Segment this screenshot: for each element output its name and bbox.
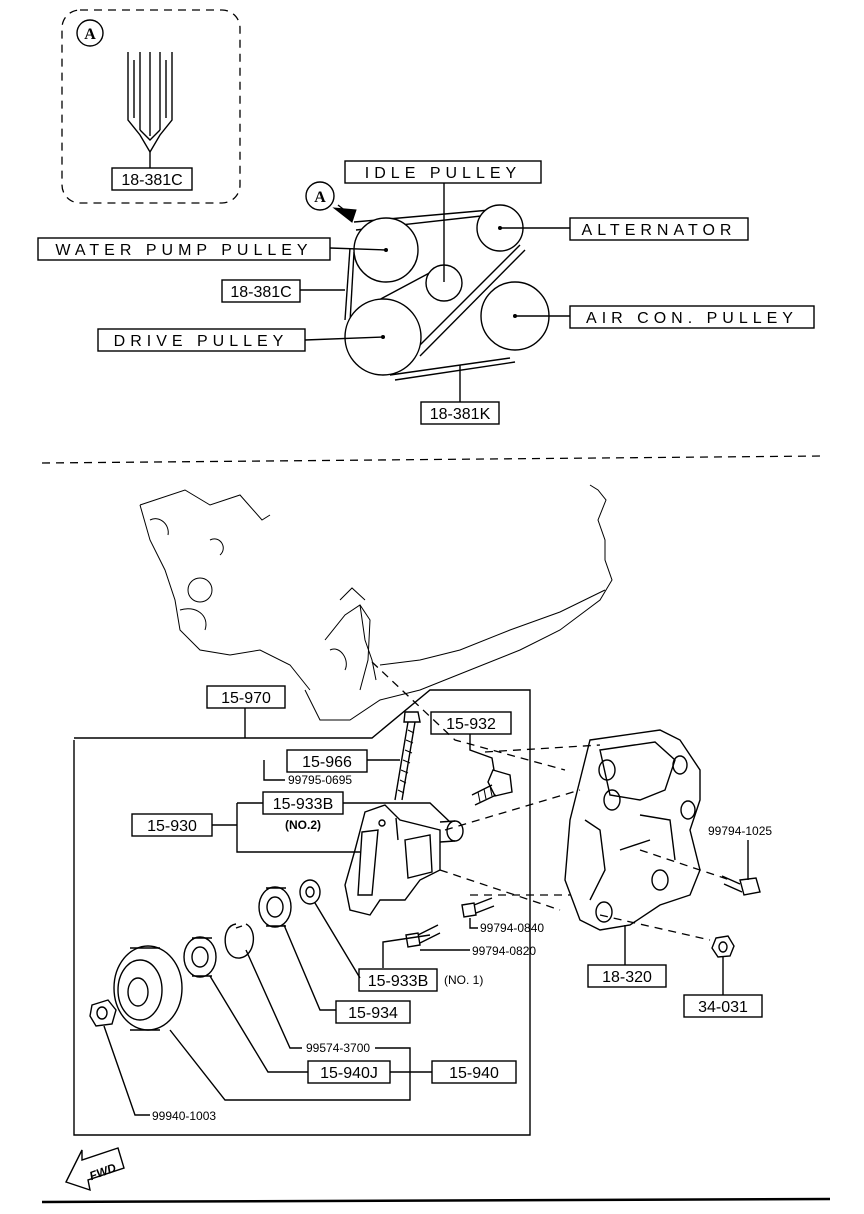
p99794-1025-label: 99794-1025 bbox=[708, 824, 772, 838]
bearing-15-940j bbox=[183, 936, 217, 978]
p99794-0820-label: 99794-0820 bbox=[472, 944, 536, 958]
belt-layout-group: A IDLE PULLEY ALTERNAT bbox=[37, 160, 815, 425]
engine-outline bbox=[139, 484, 613, 721]
p15-934-box bbox=[335, 1000, 411, 1024]
p99794-0840-label: 99794-0840 bbox=[480, 921, 544, 935]
detail-a-label-box bbox=[111, 167, 193, 191]
p15-933b-bottom-label: 15-933B bbox=[368, 973, 429, 990]
p18-320-label: 18-320 bbox=[602, 969, 652, 986]
drive-pulley-label: DRIVE PULLEY bbox=[114, 333, 289, 350]
bolt-99794-0840 bbox=[461, 897, 495, 918]
p15-940-label: 15-940 bbox=[449, 1065, 499, 1082]
p99795-0695-label: 99795-0695 bbox=[288, 773, 352, 787]
alternator-label-box bbox=[569, 217, 749, 241]
p15-970-label: 15-970 bbox=[221, 690, 271, 707]
water-pump-pulley-label: WATER PUMP PULLEY bbox=[55, 242, 312, 259]
view-arrow-icon bbox=[332, 207, 357, 223]
p34-031-box bbox=[683, 994, 763, 1018]
belt-k-label-box bbox=[420, 401, 500, 425]
nut-99940-1003 bbox=[89, 999, 117, 1027]
air-con-pulley-label-box bbox=[569, 305, 815, 329]
frame-15-970 bbox=[73, 689, 531, 1136]
p18-320-box bbox=[587, 964, 667, 988]
p15-966-label: 15-966 bbox=[302, 754, 352, 771]
bottom-rule bbox=[41, 1197, 831, 1204]
belt-k-label: 18-381K bbox=[430, 406, 491, 423]
nut-34-031 bbox=[711, 935, 735, 958]
belt-layout-marker: A bbox=[314, 189, 326, 206]
idle-pulley-label: IDLE PULLEY bbox=[365, 165, 521, 182]
bolt-15-966 bbox=[394, 711, 421, 801]
p15-933b-top-label: 15-933B bbox=[273, 796, 334, 813]
p99940-1003-label: 99940-1003 bbox=[152, 1109, 216, 1123]
p15-930-label: 15-930 bbox=[147, 818, 197, 835]
drive-pulley-label-box bbox=[97, 328, 306, 352]
section-divider bbox=[41, 455, 823, 464]
p34-031-label: 34-031 bbox=[698, 999, 748, 1016]
bolt-99794-0820 bbox=[405, 924, 441, 948]
idler-pulley-15-940 bbox=[113, 945, 183, 1031]
p15-932-box bbox=[430, 711, 512, 735]
p15-970-box bbox=[206, 685, 286, 709]
bracket-18-320 bbox=[564, 729, 701, 931]
washer-15-933b bbox=[299, 879, 321, 905]
no1-label: (NO. 1) bbox=[444, 973, 483, 987]
p15-940j-label: 15-940J bbox=[320, 1065, 378, 1082]
water-pump-pulley-label-box bbox=[37, 237, 331, 261]
stud-15-932 bbox=[471, 769, 513, 806]
idle-pulley-label-box bbox=[344, 160, 542, 184]
belt-c-label-box bbox=[221, 279, 301, 303]
bearing-15-934 bbox=[258, 886, 292, 928]
belt-left bbox=[344, 247, 351, 321]
belt-c-label: 18-381C bbox=[230, 284, 291, 301]
p99574-3700-label: 99574-3700 bbox=[306, 1041, 370, 1055]
detail-a-marker-circle bbox=[76, 19, 104, 47]
detail-a-part-label: 18-381C bbox=[121, 172, 182, 189]
bolt-99794-1025 bbox=[721, 875, 761, 896]
belt-layout-marker-circle bbox=[305, 181, 335, 211]
fwd-arrow-icon: FWD bbox=[65, 1147, 125, 1192]
belt-cross-section bbox=[127, 52, 173, 168]
alternator-label: ALTERNATOR bbox=[582, 222, 737, 239]
no2-label: (NO.2) bbox=[285, 818, 321, 832]
p15-966-box bbox=[286, 749, 368, 773]
p15-940-box bbox=[431, 1060, 517, 1084]
fwd-label: FWD bbox=[87, 1161, 118, 1184]
snap-ring-99574-3700 bbox=[224, 923, 255, 959]
belt-diagonal bbox=[414, 244, 521, 351]
tensioner-bracket bbox=[344, 804, 464, 916]
p15-934-label: 15-934 bbox=[348, 1005, 398, 1022]
air-con-pulley-label: AIR CON. PULLEY bbox=[586, 310, 798, 327]
p15-932-label: 15-932 bbox=[446, 716, 496, 733]
p15-933b-bottom-box bbox=[358, 968, 438, 992]
detail-a-marker: A bbox=[84, 26, 96, 43]
detail-a-group: A 18-381C bbox=[61, 9, 241, 204]
detail-a-border bbox=[61, 9, 241, 204]
